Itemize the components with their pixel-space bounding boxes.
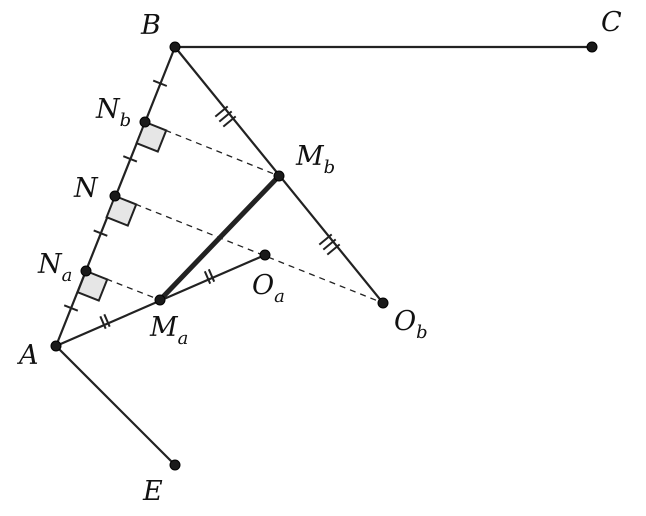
label-ob: Ob	[394, 306, 428, 343]
label-nb: Nb	[95, 94, 131, 131]
point-ma	[154, 294, 166, 306]
point-n	[109, 190, 121, 202]
tick-mark-n-na	[93, 229, 108, 237]
point-e	[169, 459, 181, 471]
dashed-nb-mb	[144, 121, 280, 177]
triple-tick-mark-mb-ob	[318, 233, 341, 256]
point-a	[50, 340, 62, 352]
double-tick-mark-ma-oa	[203, 268, 216, 285]
label-c: C	[601, 7, 622, 38]
point-ob	[377, 297, 389, 309]
tick-mark-na-a	[63, 304, 79, 312]
triple-tick-mark-b-mb	[214, 105, 237, 128]
double-tick-mark-a-ma	[99, 313, 111, 330]
point-oa	[259, 249, 271, 261]
right-angle-mark-n	[105, 194, 138, 227]
label-e: E	[142, 476, 163, 507]
dashed-n-ob	[114, 195, 384, 304]
tick-mark-nb-n	[122, 155, 138, 163]
segment-a-e	[54, 344, 177, 467]
right-angle-mark-na	[76, 269, 109, 302]
label-b: B	[140, 10, 161, 41]
label-na: Na	[37, 249, 72, 286]
label-mb: Mb	[295, 141, 335, 178]
tick-mark-b-nb	[152, 79, 168, 87]
right-angle-mark-nb	[135, 120, 168, 153]
label-a: A	[16, 340, 39, 371]
label-n: N	[73, 173, 99, 204]
label-oa: Oa	[252, 270, 285, 307]
point-c	[586, 41, 598, 53]
point-nb	[139, 116, 151, 128]
point-b	[169, 41, 181, 53]
point-mb	[273, 170, 285, 182]
label-ma: Ma	[149, 312, 188, 349]
point-na	[80, 265, 92, 277]
